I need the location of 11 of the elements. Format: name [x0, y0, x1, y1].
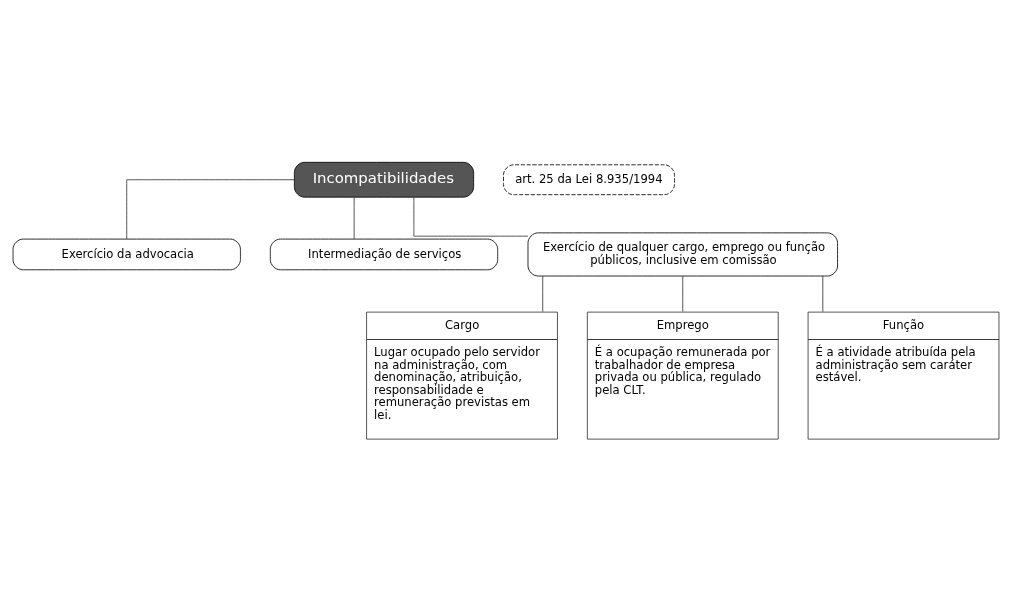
connector: [353, 196, 355, 239]
connector: [682, 275, 684, 312]
node-box: Exercício da advocacia: [12, 238, 241, 270]
connector: [413, 196, 529, 237]
node-box: Exercício de qualquer cargo, emprego ou função públicos, inclusive em comissão: [527, 231, 838, 276]
node-box: Intermediação de serviços: [269, 238, 499, 270]
connector: [822, 275, 824, 312]
node-box: Incompatibilidades: [293, 161, 475, 198]
node-box: art. 25 da Lei 8.935/1994: [503, 163, 675, 195]
connector: [542, 275, 544, 312]
connector: [126, 178, 295, 239]
